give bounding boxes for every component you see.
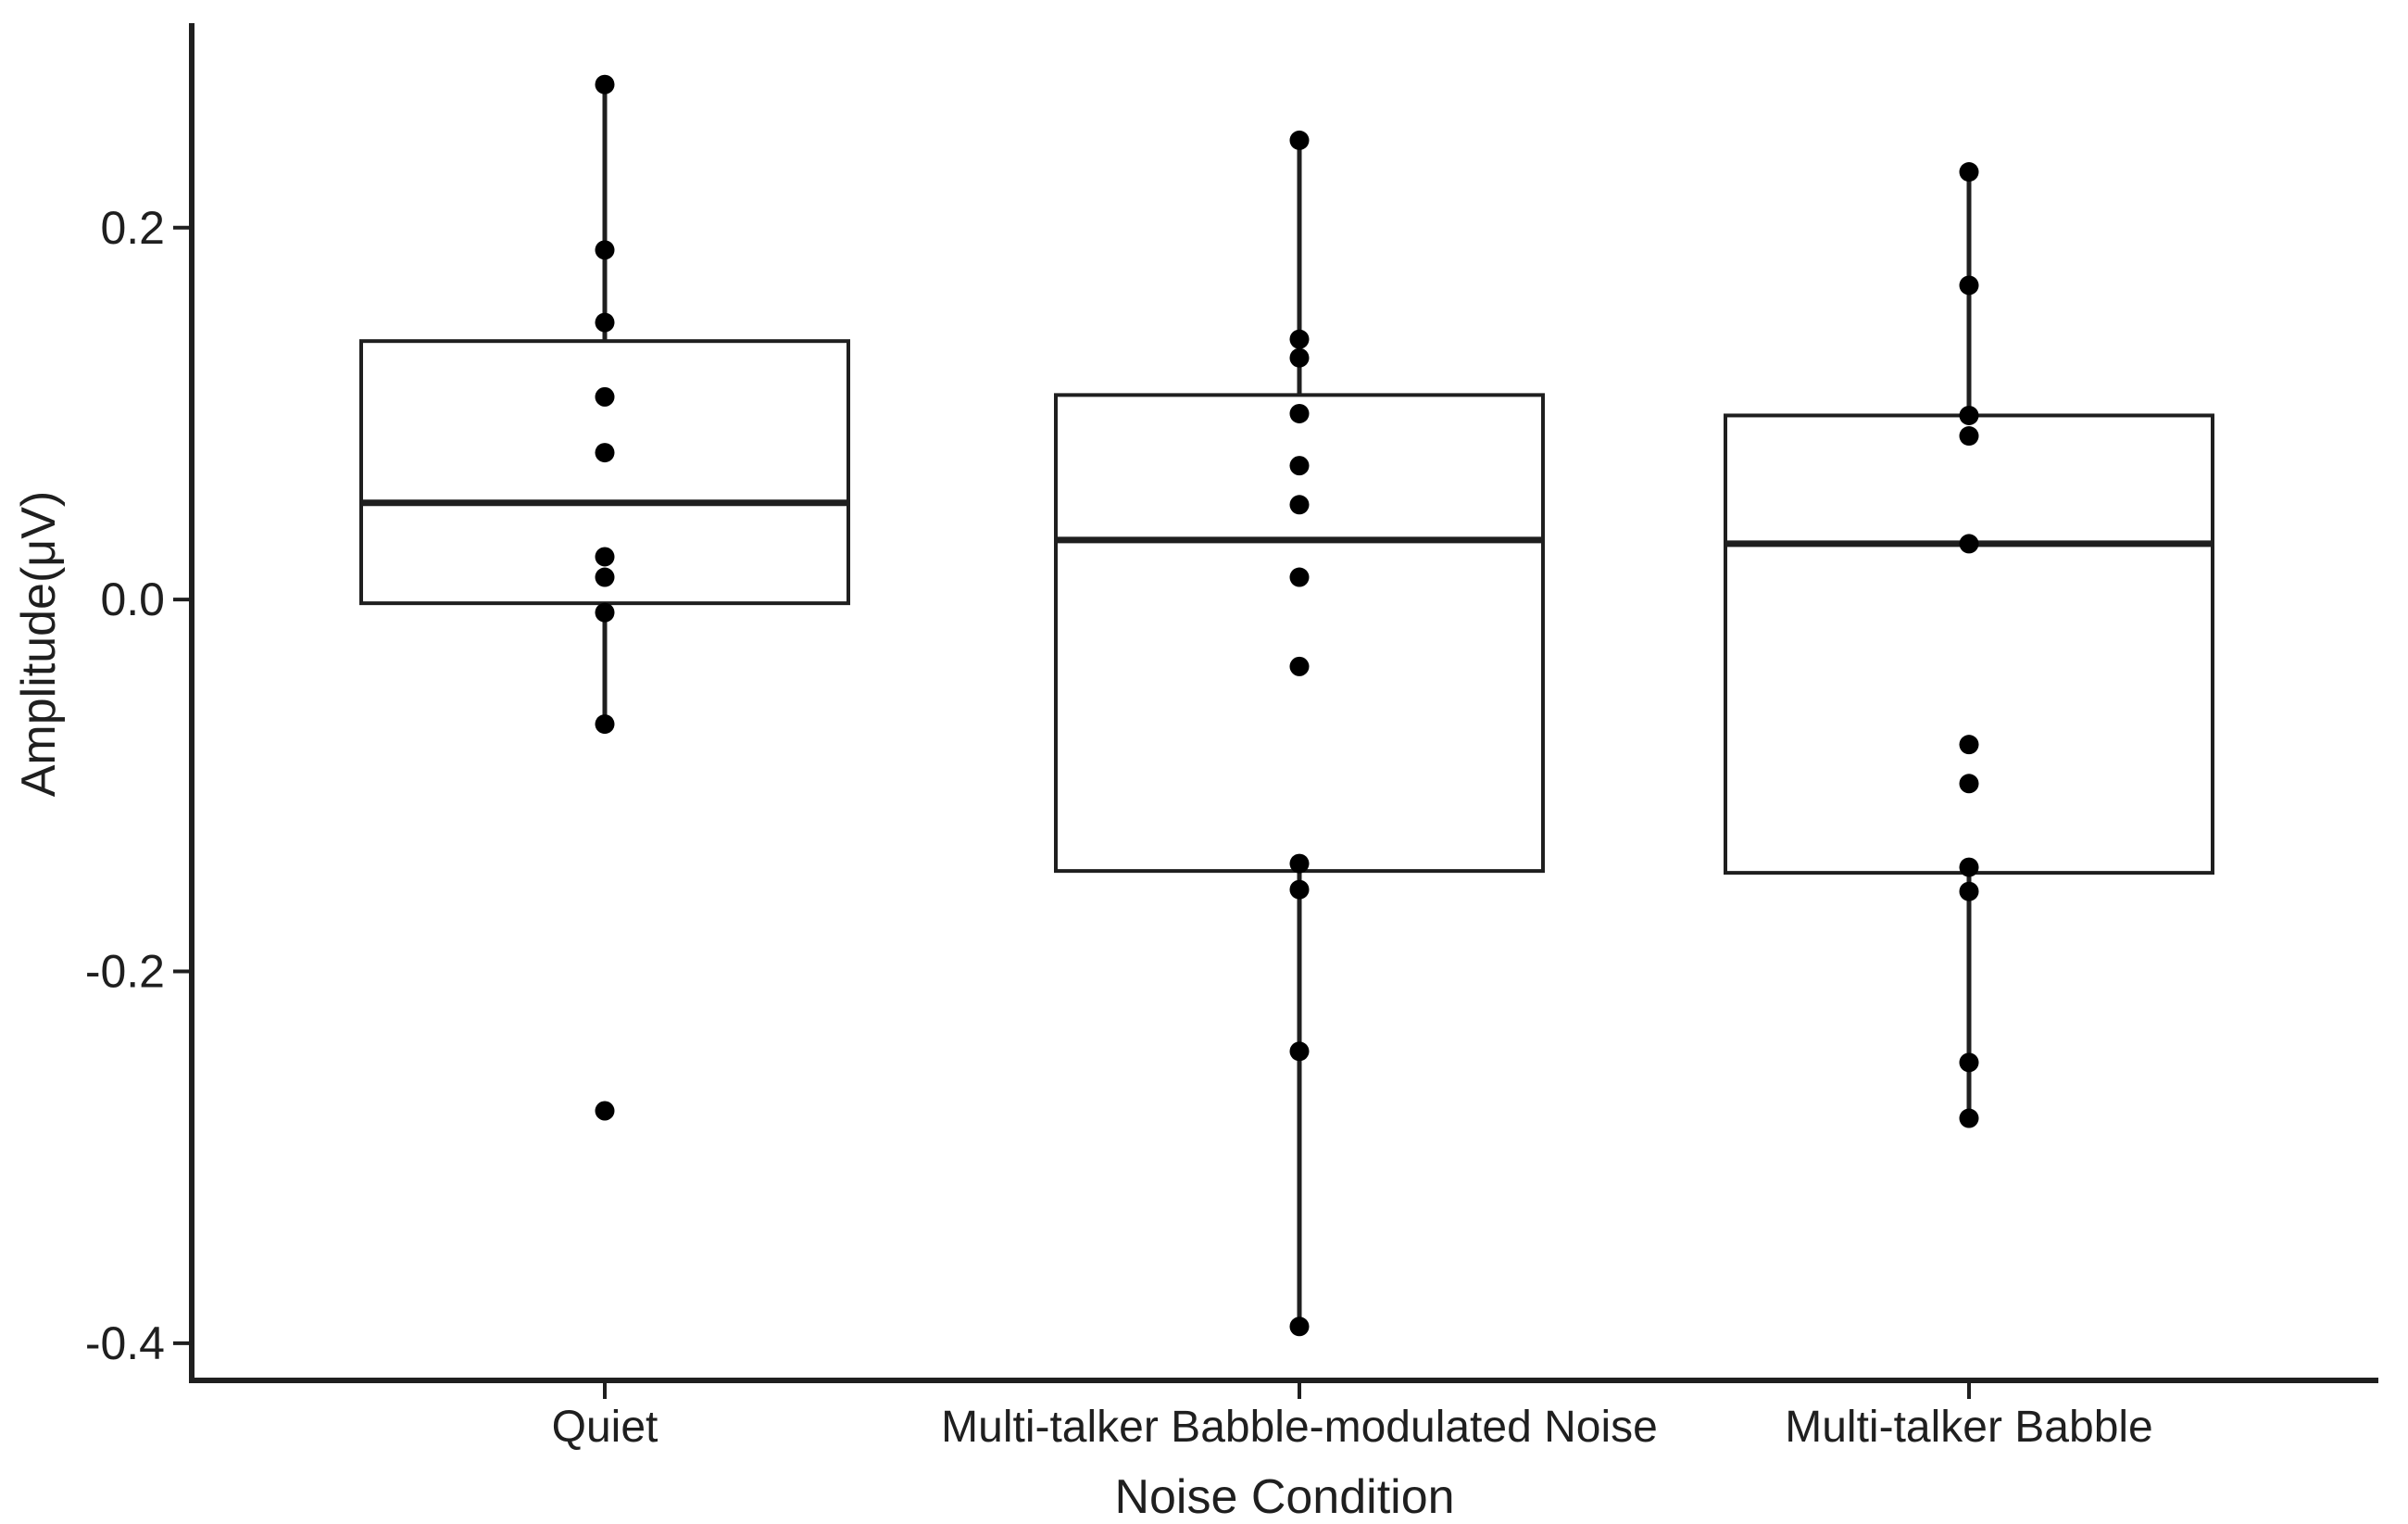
- data-point: [595, 443, 615, 463]
- category-label: Quiet: [552, 1403, 658, 1452]
- data-point: [1959, 774, 1979, 794]
- data-point: [595, 1101, 615, 1121]
- data-point: [1289, 879, 1310, 900]
- data-point: [595, 312, 615, 333]
- y-tick-label: -0.2: [85, 945, 165, 997]
- data-point: [1959, 534, 1979, 554]
- data-point: [1959, 1108, 1979, 1128]
- data-point: [595, 547, 615, 567]
- data-point: [595, 386, 615, 407]
- data-point: [595, 714, 615, 735]
- x-axis-title: Noise Condition: [1114, 1470, 1455, 1524]
- data-point: [1289, 656, 1310, 676]
- data-point: [1289, 1041, 1310, 1062]
- data-point: [1289, 456, 1310, 476]
- data-point: [1289, 853, 1310, 874]
- data-point: [1289, 567, 1310, 587]
- data-point: [1959, 881, 1979, 901]
- data-point: [1289, 347, 1310, 368]
- data-point: [1289, 495, 1310, 515]
- y-tick-label: 0.0: [100, 573, 165, 625]
- category-label: Multi-talker Babble-modulated Noise: [941, 1403, 1658, 1452]
- data-point: [1289, 403, 1310, 423]
- data-point: [1289, 1316, 1310, 1337]
- data-point: [1959, 735, 1979, 755]
- data-point: [1959, 426, 1979, 447]
- data-point: [1959, 857, 1979, 877]
- box-rect: [1724, 413, 2214, 875]
- y-axis-title: Amplitude(μV): [12, 490, 66, 798]
- data-point: [595, 567, 615, 587]
- data-point: [595, 240, 615, 260]
- y-tick-label: -0.4: [85, 1317, 165, 1369]
- data-point: [595, 74, 615, 94]
- data-point: [1289, 329, 1310, 349]
- data-point: [1289, 130, 1310, 150]
- y-tick-label: 0.2: [100, 202, 165, 254]
- data-point: [1959, 1052, 1979, 1073]
- category-label: Multi-talker Babble: [1785, 1403, 2153, 1452]
- data-point: [595, 602, 615, 623]
- data-point: [1959, 405, 1979, 425]
- data-point: [1959, 275, 1979, 296]
- data-point: [1959, 162, 1979, 183]
